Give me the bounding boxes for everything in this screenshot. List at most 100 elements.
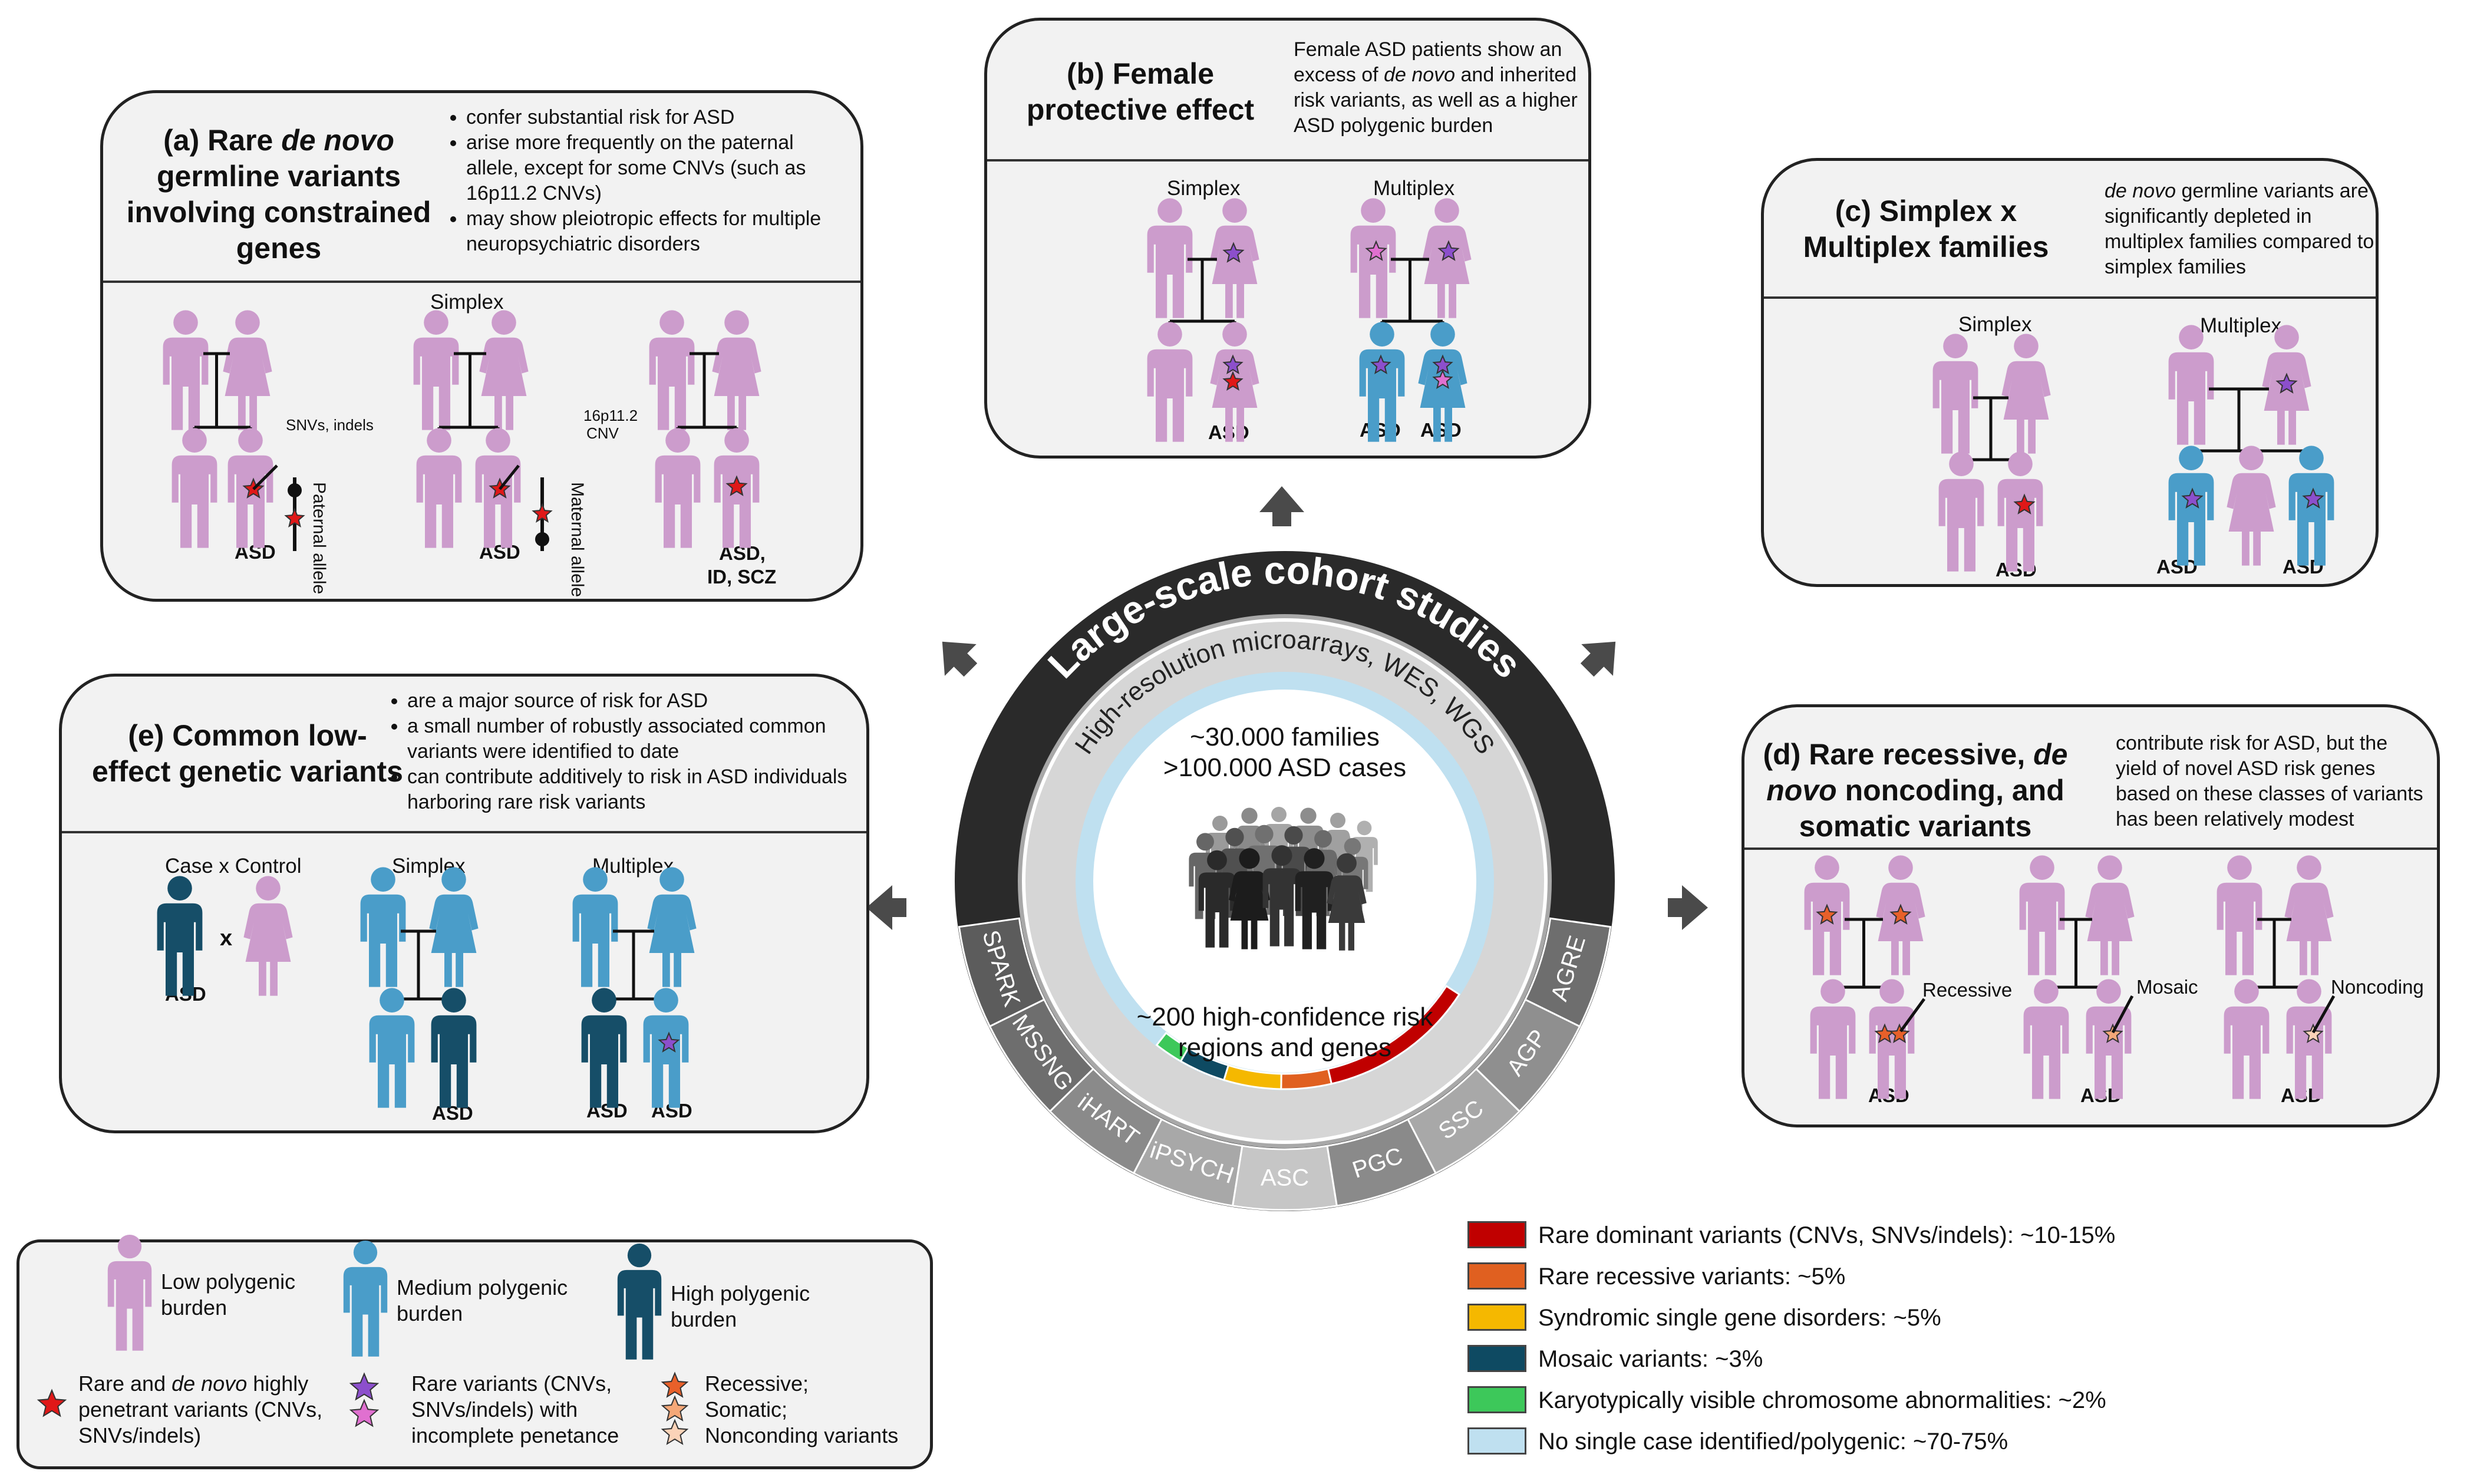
cohort-segment <box>958 917 1045 1028</box>
multiplex-label: Multiplex <box>1373 177 1455 200</box>
rare-variant-star <box>1222 354 1244 375</box>
female-figure-icon <box>647 867 697 987</box>
asd-multi-label-2: ID, SCZ <box>707 566 777 588</box>
rare-variant-star <box>1370 354 1391 375</box>
legend-noncoding-label: Nonconding variants <box>705 1423 899 1447</box>
panel-e-header <box>62 677 866 833</box>
panel-b-description: Female ASD patients show an excess of de… <box>1294 38 1578 137</box>
simplex-label: Simplex <box>1167 177 1241 200</box>
male-figure-icon <box>2168 325 2214 445</box>
male-figure-icon <box>2224 979 2270 1099</box>
female-figure-icon <box>1876 855 1925 975</box>
rare-denovo-star <box>725 475 748 496</box>
center-genes-line1: ~200 high-confidence risk <box>1136 1002 1433 1031</box>
center-families: ~30.000 families <box>1190 723 1380 751</box>
recessive-star <box>1889 903 1912 925</box>
panel-a-bullet: may show pleiotropic effects for multipl… <box>466 206 846 257</box>
male-figure-icon <box>2019 855 2065 975</box>
panel-e-bullet: are a major source of risk for ASD <box>407 688 863 714</box>
panel-e-title: (e) Common low-effect genetic variants <box>92 719 403 788</box>
crowd-person <box>1198 850 1236 948</box>
female-figure-icon <box>2085 855 2135 975</box>
rare-variant-star <box>2181 487 2204 509</box>
simplex-label: Simplex <box>1958 313 2032 336</box>
panel-c-header <box>1764 161 2376 299</box>
arrow-left <box>866 885 906 930</box>
panel-e-bullet: can contribute additively to risk in ASD… <box>407 764 863 815</box>
panel-d-description: contribute risk for ASD, but the yield o… <box>2116 732 2423 830</box>
somatic-star <box>2102 1023 2123 1044</box>
rare-denovo-star <box>532 503 553 523</box>
swatch-rare-recessive <box>1467 1262 1526 1290</box>
cohort-segment <box>1231 1145 1338 1211</box>
legend-high-label: High polygenic burden <box>671 1281 810 1331</box>
male-figure-icon <box>2286 979 2332 1099</box>
contribution-arc <box>1222 1064 1282 1090</box>
annotation-leader <box>252 464 278 490</box>
panel-a-header <box>103 93 860 283</box>
legend-low-label: Low polygenic burden <box>161 1269 296 1320</box>
legend-medium-label: Medium polygenic burden <box>397 1275 568 1325</box>
panel-d-header <box>1744 707 2437 850</box>
male-figure-icon <box>649 310 695 430</box>
female-figure-icon <box>1422 198 1472 318</box>
female-figure-icon <box>429 867 479 987</box>
rare-denovo-star <box>1222 371 1244 391</box>
annotation-leader <box>499 464 520 490</box>
rare-variant-star <box>1222 242 1245 263</box>
legend-recessive-star <box>661 1371 689 1398</box>
center-genes-line2: regions and genes <box>1178 1033 1392 1062</box>
female-figure-icon <box>1210 198 1259 318</box>
rare-variant-star <box>1365 240 1387 261</box>
arrow-up <box>1259 486 1304 526</box>
crowd-person <box>1228 848 1271 949</box>
arrow-upleft <box>942 641 978 677</box>
panel-e-bullet: a small number of robustly associated co… <box>407 714 863 764</box>
cohort-segment <box>1048 1067 1163 1175</box>
legend-recessive-label: Recessive; <box>705 1371 809 1396</box>
panel-a-group-label: Simplex <box>430 291 504 314</box>
annotation-leader <box>2311 995 2336 1034</box>
rare-denovo-star <box>2013 493 2036 515</box>
annotation-leader <box>1899 998 1926 1033</box>
panel-d-title: (d) Rare recessive, de novo noncoding, a… <box>1763 738 2068 843</box>
swatch-syndromic <box>1467 1304 1526 1331</box>
male-figure-icon <box>1810 979 1856 1099</box>
case-control-label: Case x Control <box>165 855 302 878</box>
panel-b-title: (b) Female protective effect <box>1026 57 1255 126</box>
annotation-snv-indels: SNVs, indels <box>286 416 374 434</box>
female-figure-icon <box>1418 322 1467 442</box>
legend-rare-purple-star <box>349 1372 380 1401</box>
cohort-segment <box>1132 1118 1244 1207</box>
color-legend-mosaic: Mosaic variants: ~3% <box>1538 1346 1763 1372</box>
color-legend-rare-dominant: Rare dominant variants (CNVs, SNVs/indel… <box>1538 1222 2116 1248</box>
panel-a-bullet: confer substantial risk for ASD <box>466 105 846 130</box>
female-figure-icon <box>1210 322 1259 442</box>
legend-noncoding-star <box>661 1419 689 1445</box>
male-figure-icon <box>1359 322 1405 442</box>
cohort-segment <box>1406 1067 1521 1175</box>
allele-dot <box>288 483 302 497</box>
rare-variant-star <box>2302 487 2324 509</box>
panel-e-description: are a major source of risk for ASD a sma… <box>380 688 863 815</box>
swatch-polygenic <box>1467 1427 1526 1455</box>
legend-rare-denovo-star <box>37 1389 67 1417</box>
male-figure-icon <box>1147 198 1193 318</box>
female-figure-icon <box>479 310 529 430</box>
male-figure-icon <box>2023 979 2069 1099</box>
allele-dot <box>535 532 549 546</box>
recessive-star <box>1816 903 1838 925</box>
male-figure-icon <box>343 1240 388 1357</box>
noncoding-label: Noncoding <box>2331 976 2424 998</box>
rare-variant-star <box>1432 369 1453 390</box>
contribution-arc <box>1179 1047 1230 1081</box>
contribution-arc <box>1327 985 1461 1085</box>
color-legend-polygenic: No single case identified/polygenic: ~70… <box>1538 1429 2008 1455</box>
female-figure-icon <box>712 310 761 430</box>
panel-c-title: (c) Simplex x Multiplex families <box>1803 194 2049 263</box>
mosaic-label: Mosaic <box>2136 976 2198 998</box>
male-figure-icon <box>2288 446 2334 566</box>
